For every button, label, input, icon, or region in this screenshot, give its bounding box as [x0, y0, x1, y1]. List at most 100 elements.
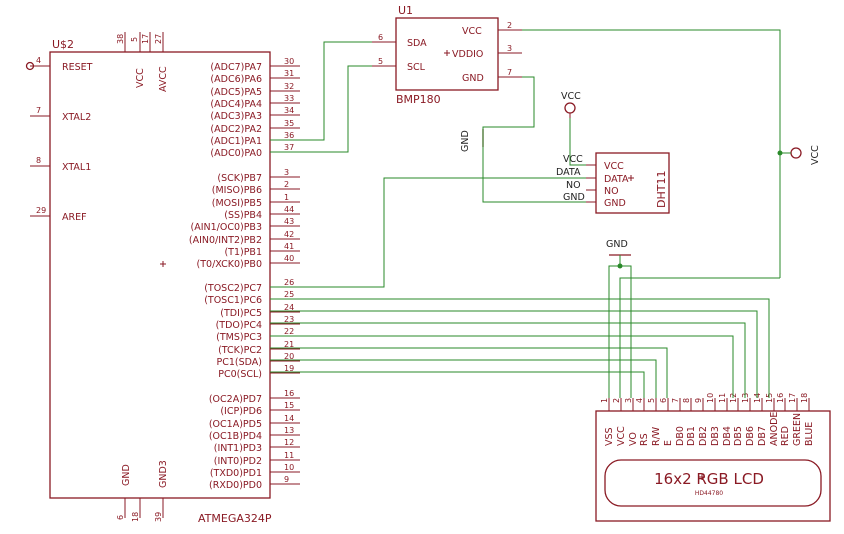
mcu-pin-label: (TDI)PC5 [220, 308, 262, 319]
mcu-pin-label: (MISO)PB6 [212, 185, 262, 196]
lcd-display-window [604, 459, 822, 507]
lcd-pin-number: 17 [788, 393, 797, 403]
wire-sda [270, 41, 372, 141]
wire-lcd-vo [619, 255, 632, 398]
mcu-pin-number: 4 [36, 56, 41, 65]
mcu-top-pins: 38 5 17 27 VCC AVCC [116, 32, 169, 92]
mcu-ref: U$2 [52, 38, 74, 51]
mcu-pin-label: (ICP)PD6 [220, 406, 262, 417]
dht11-body [595, 152, 670, 214]
lcd-body [595, 410, 831, 522]
mcu-pin-label: XTAL1 [62, 162, 91, 173]
mcu-pin-label: (ADC0)PA0 [210, 148, 262, 159]
lcd-pin-number: 7 [671, 398, 680, 403]
mcu-pin-label: (ADC7)PA7 [210, 62, 262, 73]
lcd-pin-label: DB0 [675, 426, 686, 446]
vcc-supply-right: VCC [790, 145, 821, 165]
bmp180-pin-number: 7 [507, 68, 512, 77]
mcu-pin-label: (SCK)PB7 [217, 173, 262, 184]
mcu-pin-label: AREF [62, 212, 87, 223]
lcd-origin-mark [699, 474, 705, 480]
mcu-pin-label: (TMS)PC3 [216, 332, 262, 343]
gnd-supply-bmp: GND [460, 129, 484, 152]
lcd-pin-label: DB6 [745, 426, 756, 446]
lcd-pin-number: 11 [718, 393, 727, 403]
mcu-pin-number: 31 [284, 69, 294, 78]
dht11-pin-label: DATA [604, 174, 629, 185]
mcu-part-name: ATMEGA324P [198, 512, 272, 525]
mcu-right-pins: 30(ADC7)PA731(ADC6)PA632(ADC5)PA533(ADC4… [189, 57, 300, 491]
mcu-pin-label: (TXD0)PD1 [210, 468, 262, 479]
lcd-pin-label: GREEN [792, 413, 803, 446]
gnd-label: GND [460, 130, 471, 152]
mcu-pin-number: 27 [154, 34, 163, 44]
mcu-pin-label: (T0/XCK0)PB0 [197, 259, 262, 270]
bmp180-pin-label: VDDIO [452, 49, 483, 60]
mcu-pin-number: 9 [284, 475, 289, 484]
mcu-pin-label: (INT0)PD2 [214, 456, 262, 467]
lcd-pin-label: DB5 [733, 426, 744, 446]
dht11-net-label: NO [566, 180, 581, 191]
lcd-pin-label: DB3 [710, 426, 721, 446]
mcu-pin-number: 39 [154, 512, 163, 522]
mcu-pin-number: 16 [284, 389, 294, 398]
mcu-pin-number: 25 [284, 290, 294, 299]
vcc-symbol [564, 102, 576, 114]
mcu-pin-number: 2 [284, 180, 289, 189]
mcu-pin-label: XTAL2 [62, 112, 91, 123]
mcu-pin-number: 38 [116, 34, 125, 44]
mcu-pin-label: VCC [135, 68, 146, 88]
mcu-pin-number: 14 [284, 414, 294, 423]
mcu-pin-label: (MOSI)PB5 [212, 198, 262, 209]
mcu-pin-label: (ADC6)PA6 [210, 74, 262, 85]
lcd-pin-label: VCC [616, 426, 627, 446]
lcd-pin-number: 4 [635, 398, 644, 403]
bmp180-pin-number: 6 [378, 33, 383, 42]
lcd-pin-label: DB7 [757, 426, 768, 446]
mcu-pin-label: GND3 [158, 460, 169, 488]
mcu-pin-label: (ADC1)PA1 [210, 136, 262, 147]
mcu-pin-number: 30 [284, 57, 294, 66]
lcd-pin-label: DB1 [686, 426, 697, 446]
mcu-pin-number: 35 [284, 119, 294, 128]
mcu-pin-number: 36 [284, 131, 294, 140]
mcu-pin-number: 33 [284, 94, 294, 103]
lcd-pin-number: 16 [776, 393, 785, 403]
wire-lcd-e [270, 347, 668, 398]
dht11-symbol: DHT11 VCC DATA NO GND VCC DATA NO GND [556, 152, 670, 214]
mcu-pin-number: 32 [284, 82, 294, 91]
bmp180-symbol: U1 BMP180 6 5 SDA SCL 2 3 7 VCC VDDIO GN… [372, 4, 522, 106]
lcd-pin-number: 6 [659, 398, 668, 403]
mcu-pin-number: 23 [284, 315, 294, 324]
mcu-pin-number: 13 [284, 426, 294, 435]
bmp180-origin-mark [444, 50, 450, 56]
mcu-pin-label: AVCC [158, 66, 169, 92]
lcd-pin-label: RED [780, 426, 791, 446]
mcu-pin-number: 41 [284, 242, 294, 251]
mcu-pin-label: GND [121, 464, 132, 486]
wire-lcd-db6 [270, 310, 758, 398]
mcu-pin-label: (TOSC1)PC6 [204, 295, 262, 306]
mcu-pin-number: 11 [284, 451, 294, 460]
wire-vcc-bus [522, 29, 781, 278]
mcu-pin-label: (ADC2)PA2 [210, 124, 262, 135]
mcu-pin-number: 7 [36, 106, 41, 115]
mcu-pin-number: 8 [36, 156, 41, 165]
wire-scl [270, 65, 372, 153]
lcd-pin-label: ANODE [769, 412, 780, 446]
bmp180-pin-label: VCC [462, 26, 482, 37]
mcu-pin-number: 15 [284, 401, 294, 410]
wire-dht-vcc [569, 118, 586, 166]
mcu-pin-number: 42 [284, 230, 294, 239]
wire-lcd-rs [270, 371, 645, 398]
mcu-pin-number: 34 [284, 106, 294, 115]
lcd-symbol: 16x2 RGB LCD HD44780 1VSS2VCC3VO4RS5R/W6… [595, 393, 831, 522]
vcc-symbol [790, 147, 802, 159]
mcu-pin-label: PC0(SCL) [218, 369, 262, 380]
bmp180-pin-number: 5 [378, 57, 383, 66]
lcd-pin-number: 10 [706, 393, 715, 403]
vcc-label: VCC [810, 145, 821, 165]
lcd-pin-label: VO [628, 432, 639, 446]
mcu-pin-label: (INT1)PD3 [214, 443, 262, 454]
